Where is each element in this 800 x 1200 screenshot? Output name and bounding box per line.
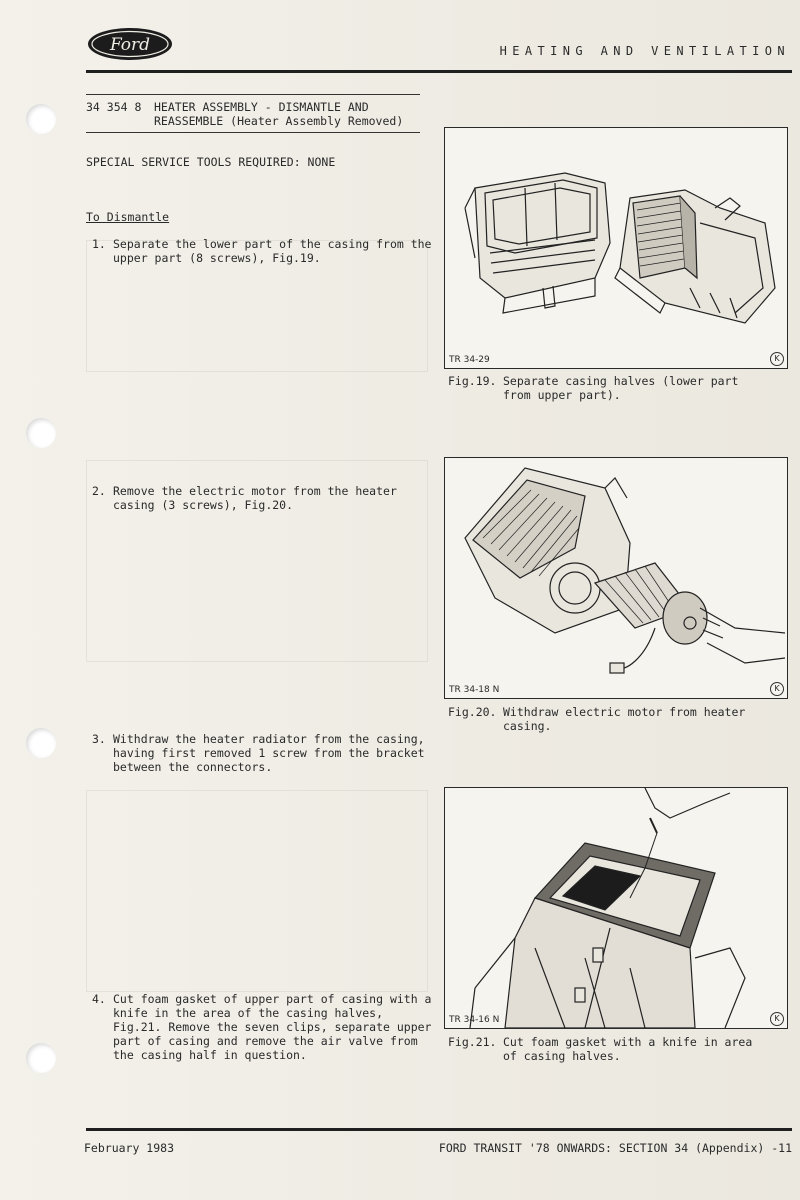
binder-hole — [26, 418, 56, 448]
figure-20-caption: Fig.20. Withdraw electric motor from hea… — [448, 705, 746, 733]
ford-logo: Ford — [88, 28, 172, 60]
footer-publication: FORD TRANSIT '78 ONWARDS: SECTION 34 (Ap… — [438, 1141, 792, 1155]
figure-mark: K — [770, 1012, 784, 1026]
bleed-through-shadow — [86, 460, 428, 662]
bleed-through-shadow — [86, 240, 428, 372]
page-header-title: HEATING AND VENTILATION — [499, 44, 790, 58]
step-4: 4. Cut foam gasket of upper part of casi… — [92, 992, 432, 1062]
section-number: 34 354 8 — [86, 100, 142, 114]
figure-19-illustration: TR 34-29 K — [444, 127, 788, 369]
section-title: HEATER ASSEMBLY - DISMANTLE AND REASSEMB… — [154, 100, 404, 128]
figure-reference: TR 34-18 N — [449, 685, 500, 695]
svg-text:Ford: Ford — [109, 35, 150, 55]
binder-hole — [26, 1043, 56, 1073]
subheading-dismantle: To Dismantle — [86, 210, 170, 224]
binder-hole — [26, 104, 56, 134]
header-rule — [86, 70, 792, 73]
section-heading: 34 354 8 HEATER ASSEMBLY - DISMANTLE AND … — [86, 94, 420, 133]
figure-19-caption: Fig.19. Separate casing halves (lower pa… — [448, 374, 739, 402]
step-2: 2. Remove the electric motor from the he… — [92, 484, 397, 512]
figure-mark: K — [770, 352, 784, 366]
step-1: 1. Separate the lower part of the casing… — [92, 237, 432, 265]
binder-hole — [26, 728, 56, 758]
figure-21-illustration: TR 34-16 N K — [444, 787, 788, 1029]
figure-20-illustration: TR 34-18 N K — [444, 457, 788, 699]
footer-rule — [86, 1128, 792, 1131]
electric-motor-drawing — [464, 467, 786, 674]
special-tools-note: SPECIAL SERVICE TOOLS REQUIRED: NONE — [86, 155, 336, 169]
bleed-through-shadow — [86, 790, 428, 992]
foam-gasket-drawing — [469, 788, 746, 1028]
step-3: 3. Withdraw the heater radiator from the… — [92, 732, 425, 774]
figure-reference: TR 34-16 N — [449, 1015, 500, 1025]
figure-21-caption: Fig.21. Cut foam gasket with a knife in … — [448, 1035, 753, 1063]
figure-reference: TR 34-29 — [449, 355, 490, 365]
footer-date: February 1983 — [84, 1141, 175, 1155]
casing-halves-drawing — [464, 172, 776, 324]
figure-mark: K — [770, 682, 784, 696]
